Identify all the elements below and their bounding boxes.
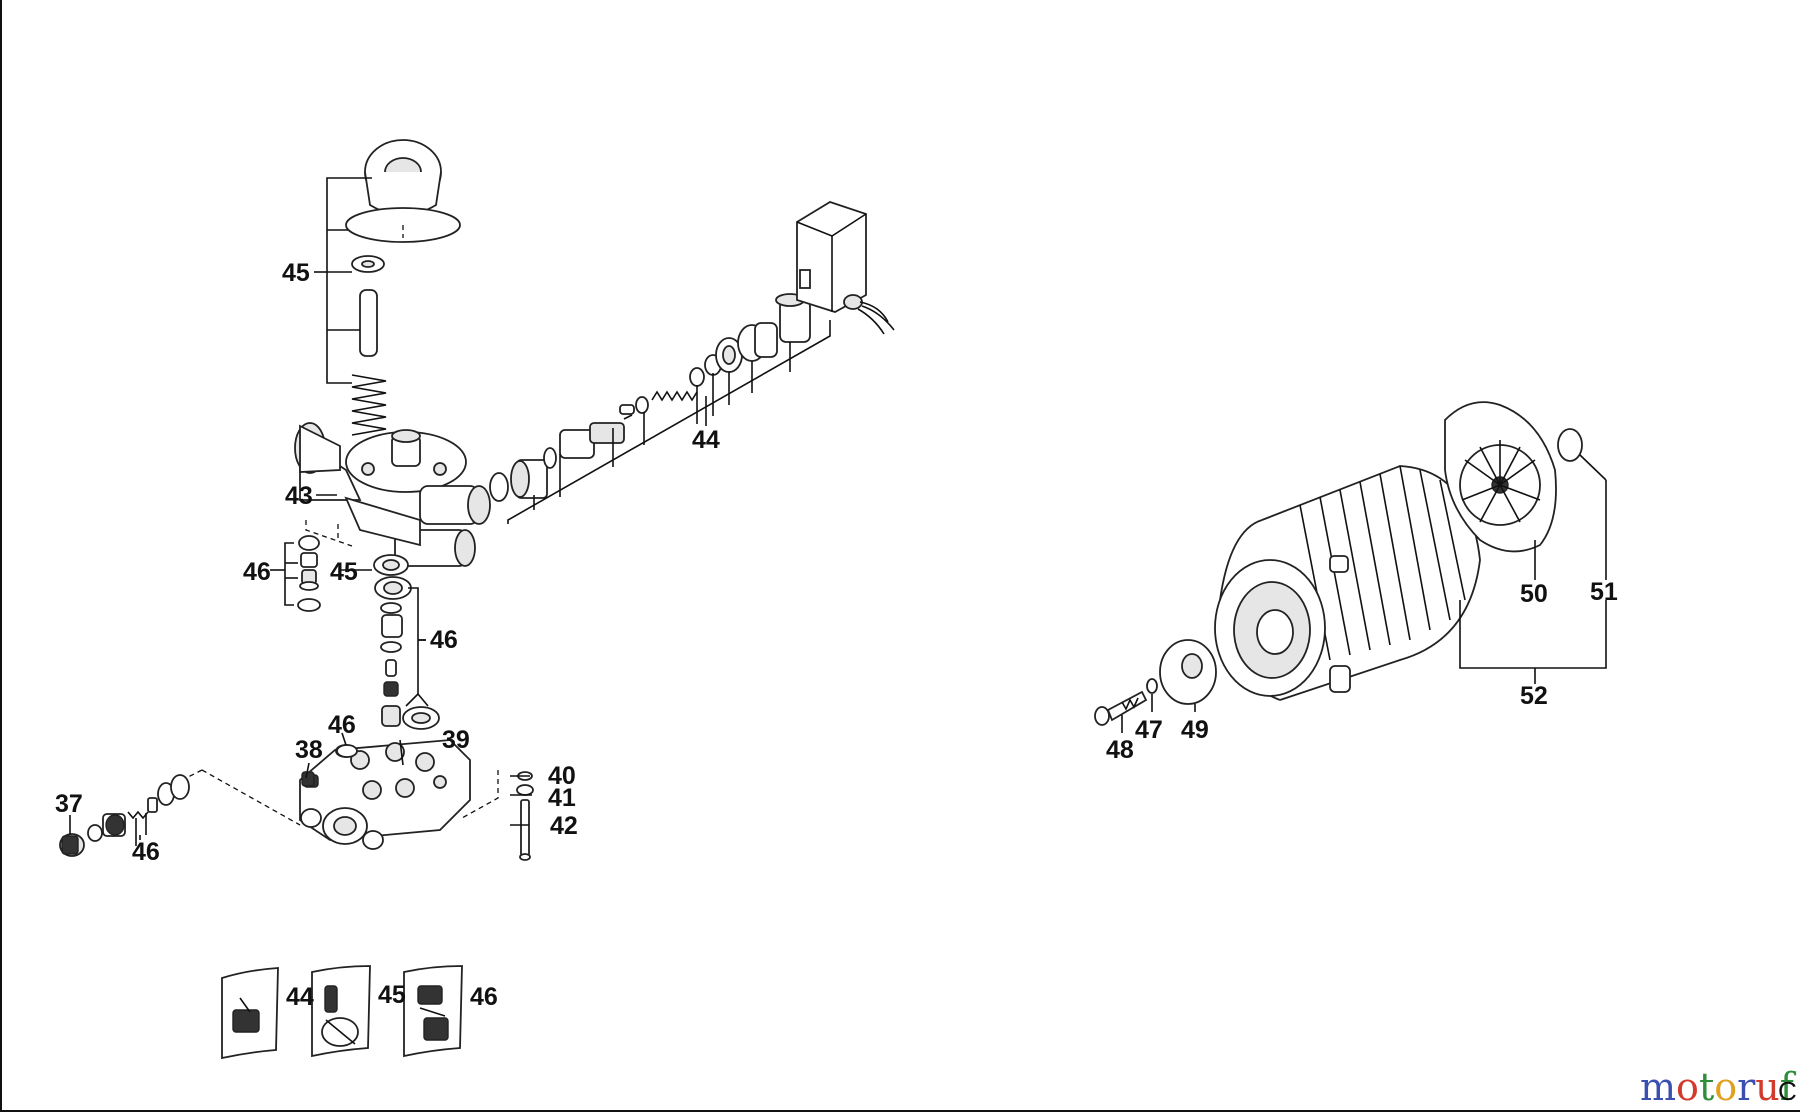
callout-47: 47 [1135, 716, 1163, 744]
manifold-dash-right [461, 770, 499, 819]
pump-head-body [294, 422, 491, 567]
bolt-stack [516, 771, 534, 861]
callout-41: 41 [548, 784, 576, 812]
repair-kit-46-icon [403, 965, 463, 1058]
callout-46-inlet: 46 [132, 838, 160, 866]
callout-46-kit: 46 [470, 983, 498, 1011]
callout-43: 43 [285, 482, 313, 510]
valve-stack-mid [373, 554, 440, 730]
unloader-valve-parts [489, 293, 831, 524]
callout-51: 51 [1590, 578, 1618, 606]
manifold-dash-left [169, 769, 301, 826]
motor-assembly [1094, 401, 1607, 733]
washer-47 [1146, 678, 1158, 694]
callout-38: 38 [295, 736, 323, 764]
watermark-letter: t [1699, 1065, 1714, 1109]
callout-49: 49 [1181, 716, 1209, 744]
callout-45-mid: 45 [330, 558, 358, 586]
callout-46-valve: 46 [328, 711, 356, 739]
callout-37: 37 [55, 790, 83, 818]
callout-40: 40 [548, 762, 576, 790]
valve-stack-left [284, 535, 321, 612]
motor-fan [1444, 401, 1557, 553]
pump-manifold-block [299, 739, 471, 850]
repair-kit-45-icon [311, 965, 371, 1058]
inlet-fitting-parts [59, 774, 190, 857]
callout-48: 48 [1106, 736, 1134, 764]
callout-labels: 45 43 44 46 45 46 46 39 38 40 41 42 37 4… [55, 259, 1618, 1011]
watermark-letter: r [1737, 1065, 1756, 1109]
callout-39: 39 [442, 726, 470, 754]
callout-44-top: 44 [692, 426, 720, 454]
callout-45-top: 45 [282, 259, 310, 287]
callout-50: 50 [1520, 580, 1548, 608]
motoruf-watermark: motoruf C [1640, 1065, 1797, 1109]
callout-46-mid: 46 [430, 626, 458, 654]
watermark-badge: C [1778, 1076, 1797, 1106]
leader-lines [69, 177, 532, 840]
pump-dash-line-left [305, 520, 353, 547]
watermark-letter: o [1714, 1065, 1737, 1109]
watermark-text: motoruf [1640, 1065, 1797, 1109]
plug-38 [301, 771, 315, 787]
watermark-letter: m [1640, 1065, 1676, 1109]
pressure-switch-box [796, 201, 895, 335]
callout-52: 52 [1520, 682, 1548, 710]
watermark-letter: o [1676, 1065, 1699, 1109]
pump-piston-seal-stack [345, 139, 461, 436]
ring-51 [1557, 428, 1583, 462]
watermark-letter: f [1780, 1065, 1797, 1109]
oring-46-manifold [336, 744, 358, 758]
callout-44-kit: 44 [286, 983, 314, 1011]
callout-46-left: 46 [243, 558, 271, 586]
callout-45-kit: 45 [378, 981, 406, 1009]
watermark-letter: u [1755, 1065, 1779, 1109]
repair-kit-44-icon [221, 967, 279, 1060]
callout-42: 42 [550, 812, 578, 840]
bolt-48 [1094, 690, 1148, 726]
